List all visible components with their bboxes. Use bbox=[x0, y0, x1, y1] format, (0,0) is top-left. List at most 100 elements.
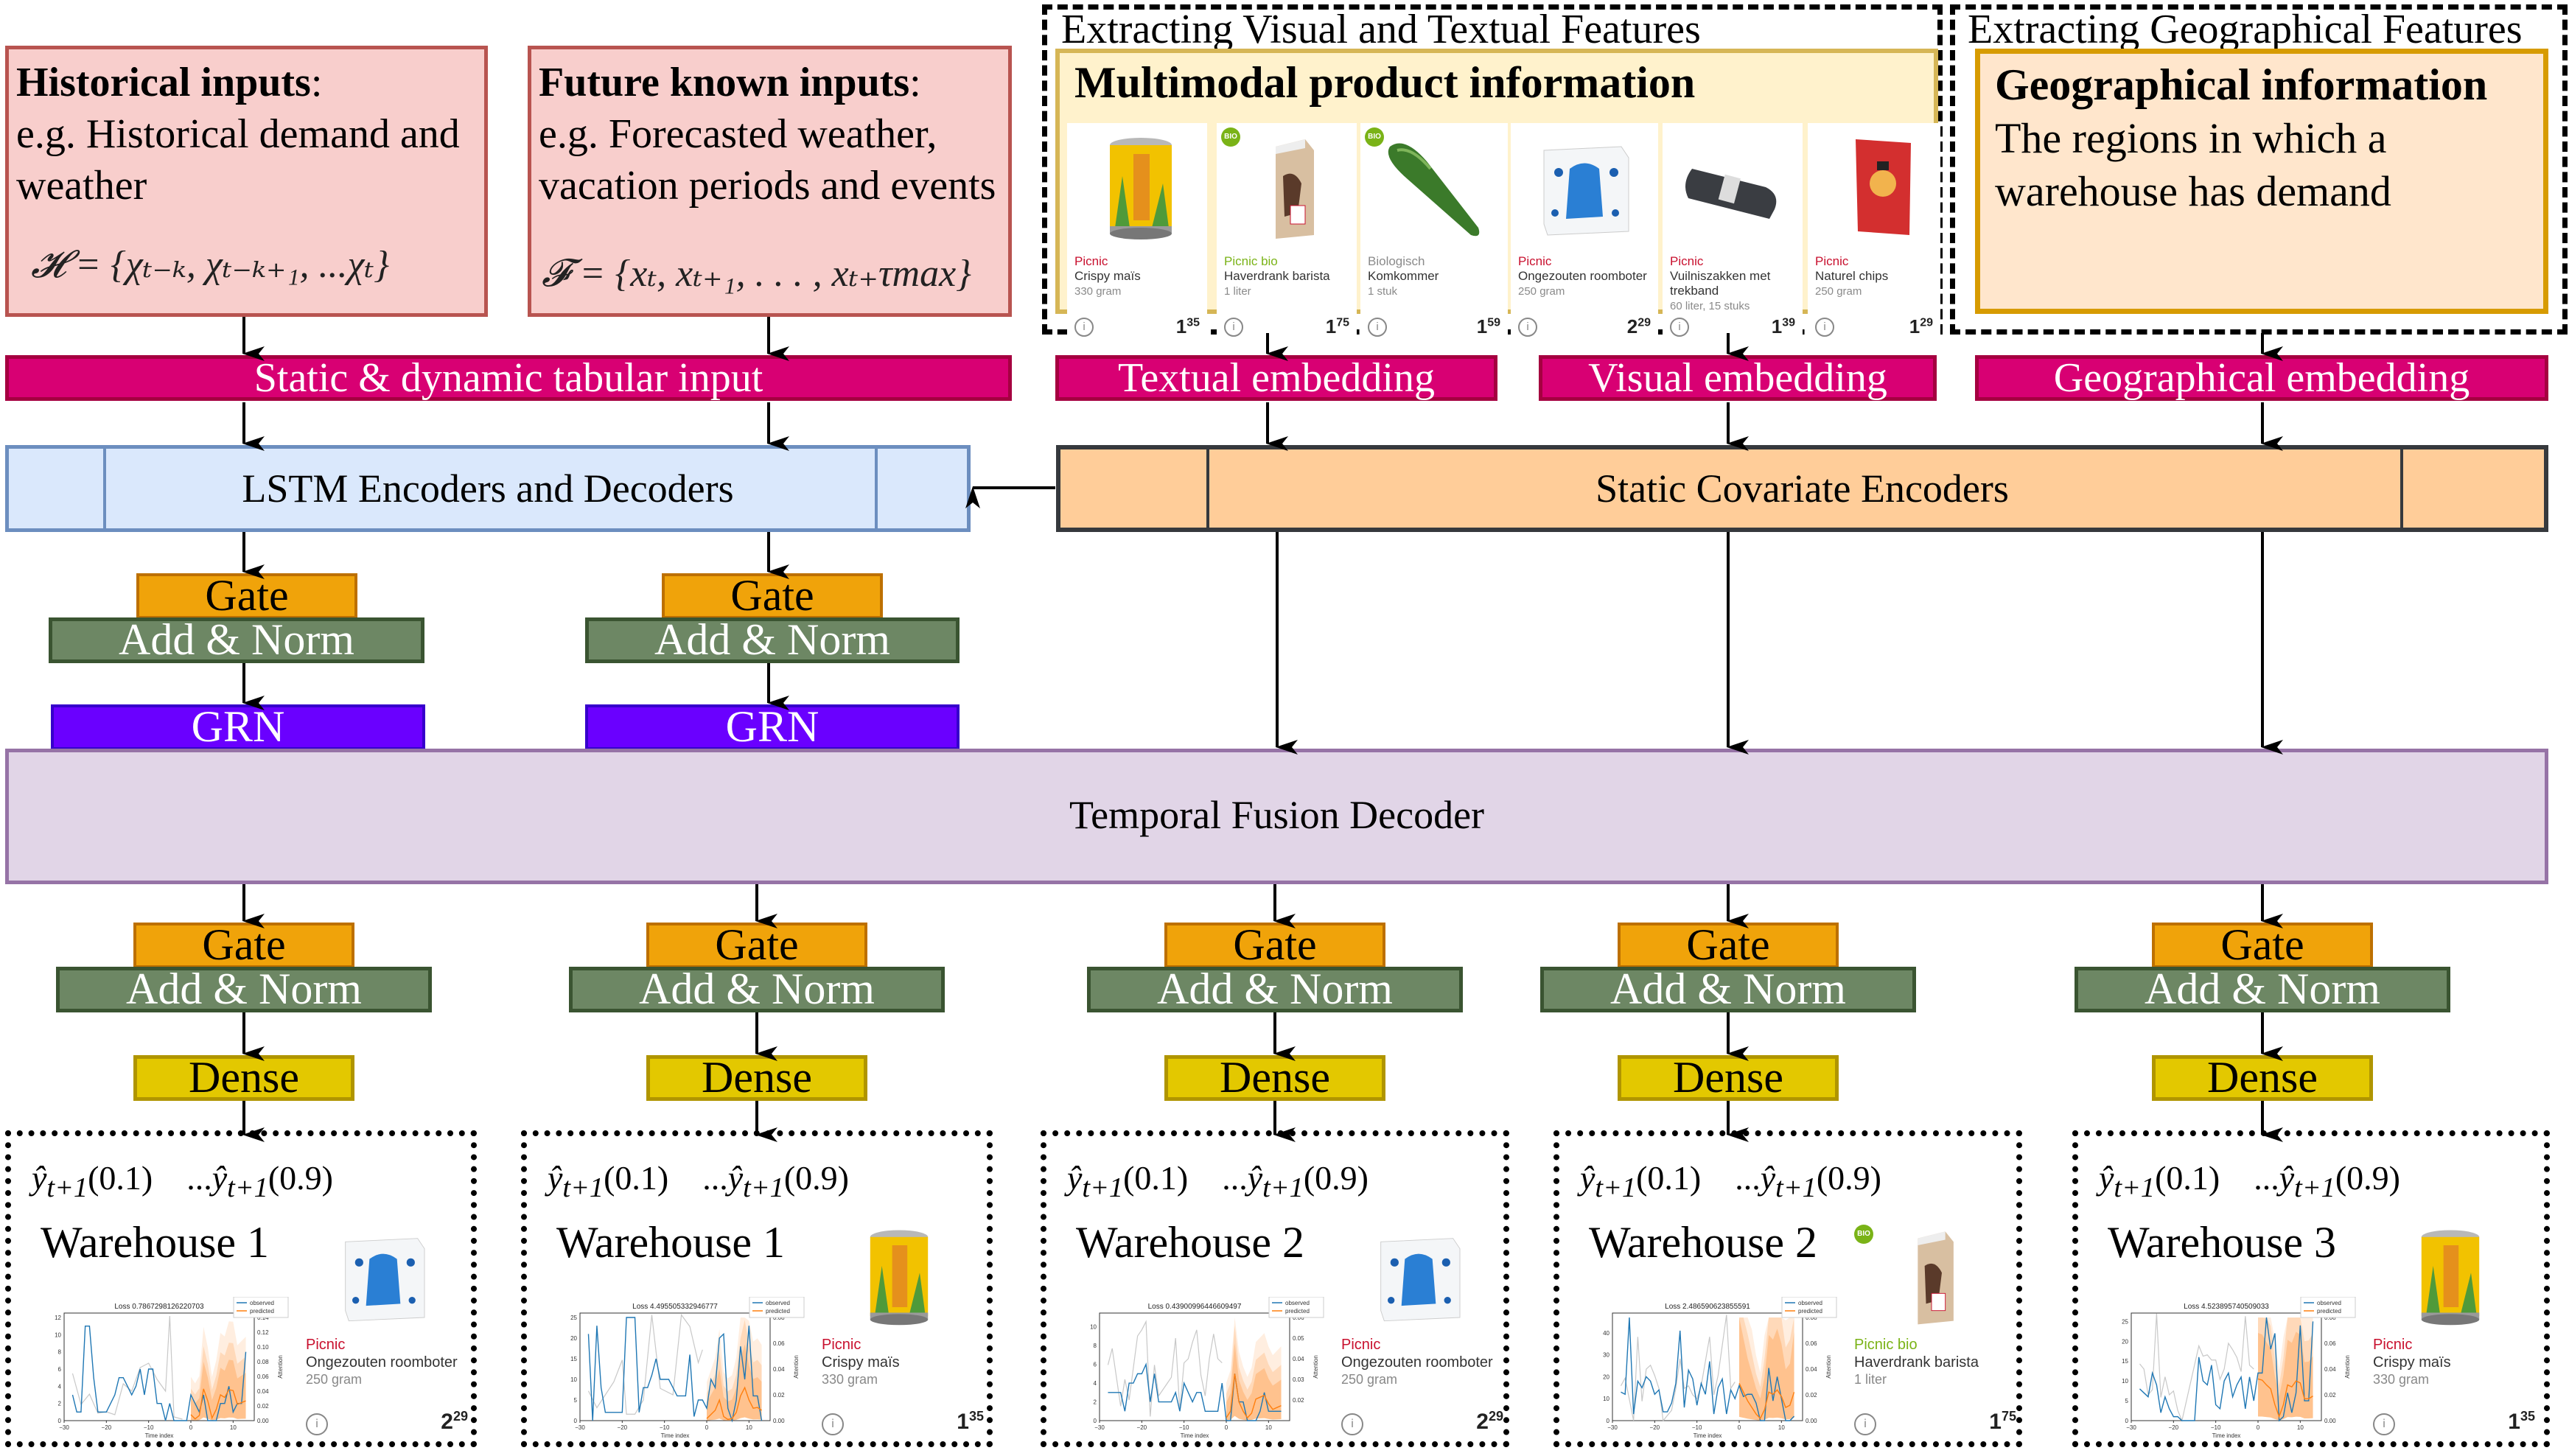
info-icon[interactable]: i bbox=[306, 1413, 328, 1435]
y2-tick-label: 0.04 bbox=[1293, 1356, 1304, 1362]
oat-milk-carton-icon bbox=[1876, 1225, 1987, 1328]
y2-tick-label: 0.00 bbox=[2324, 1418, 2336, 1424]
textual-embedding-bar: Textual embedding bbox=[1055, 355, 1497, 401]
x-tick-label: 10 bbox=[230, 1424, 237, 1431]
prediction-band bbox=[1226, 1317, 1282, 1421]
ellipsis: ... bbox=[1735, 1159, 1761, 1197]
y2-tick-label: 0.10 bbox=[257, 1344, 269, 1351]
y-tick-label: 5 bbox=[574, 1397, 578, 1404]
y-tick-label: 15 bbox=[570, 1356, 577, 1362]
warehouse-title: Warehouse 1 bbox=[41, 1218, 270, 1267]
subscript: t+1 bbox=[1082, 1172, 1124, 1204]
y2-tick-label: 0.04 bbox=[257, 1388, 269, 1395]
warehouse-title: Warehouse 2 bbox=[1076, 1218, 1305, 1267]
butter-pack-icon bbox=[1363, 1225, 1474, 1328]
product-brand: Picnic bio bbox=[1224, 254, 1278, 268]
y-tick-label: 30 bbox=[1603, 1352, 1609, 1359]
y-tick-label: 10 bbox=[570, 1376, 577, 1383]
y-tick-label: 0 bbox=[1607, 1418, 1610, 1424]
y2-tick-label: 0.04 bbox=[2324, 1366, 2336, 1373]
y2-axis-label: Attention bbox=[2344, 1355, 2351, 1379]
product-brand: Picnic bbox=[306, 1337, 346, 1353]
info-icon[interactable]: i bbox=[1341, 1413, 1363, 1435]
info-icon[interactable]: i bbox=[1518, 318, 1537, 337]
x-tick-label: −10 bbox=[2211, 1424, 2221, 1431]
y2-tick-label: 0.12 bbox=[257, 1329, 269, 1336]
x-tick-label: −30 bbox=[1094, 1424, 1105, 1431]
quantile-high: (0.9) bbox=[1303, 1159, 1369, 1197]
quantile-high: (0.9) bbox=[783, 1159, 849, 1197]
quantile-low: (0.1) bbox=[604, 1159, 669, 1197]
price-dec: 35 bbox=[2520, 1409, 2535, 1424]
prediction-band bbox=[2258, 1331, 2313, 1421]
static-covariate-label: Static Covariate Encoders bbox=[1595, 466, 2009, 511]
y-hat: ŷ bbox=[2099, 1159, 2114, 1197]
info-icon[interactable]: i bbox=[1224, 318, 1243, 337]
y2-tick-label: 0.05 bbox=[1293, 1335, 1304, 1342]
y-tick-label: 4 bbox=[58, 1383, 62, 1390]
y2-axis-label: Attention bbox=[277, 1355, 284, 1379]
dense-block: Dense bbox=[646, 1055, 867, 1101]
grn-block: GRN bbox=[51, 704, 425, 750]
geographical-section bbox=[1950, 4, 2568, 335]
geographical-info-box: Geographical information The regions in … bbox=[1975, 49, 2548, 314]
predicted-line bbox=[2257, 1378, 2313, 1418]
y2-tick-label: 0.00 bbox=[257, 1418, 269, 1424]
y2-tick-label: 0.06 bbox=[257, 1373, 269, 1380]
attention-line bbox=[587, 1313, 703, 1415]
corn-can-icon bbox=[844, 1225, 954, 1328]
product-brand: Picnic bbox=[1341, 1337, 1381, 1353]
info-icon[interactable]: i bbox=[1670, 318, 1689, 337]
x-tick-label: −30 bbox=[1607, 1424, 1618, 1431]
observed-line bbox=[1621, 1317, 1795, 1421]
price-dec: 29 bbox=[452, 1409, 468, 1424]
warehouse-title: Warehouse 3 bbox=[2108, 1218, 2337, 1267]
predicted-line bbox=[706, 1386, 762, 1421]
info-icon[interactable]: i bbox=[2373, 1413, 2395, 1435]
info-icon[interactable]: i bbox=[1854, 1413, 1876, 1435]
legend-box bbox=[1268, 1297, 1324, 1318]
product-price: 229 bbox=[1476, 1409, 1503, 1435]
y-tick-label: 2 bbox=[58, 1401, 62, 1407]
y2-axis-label: Attention bbox=[1313, 1355, 1319, 1379]
y2-tick-label: 0.02 bbox=[257, 1403, 269, 1410]
x-tick-label: −10 bbox=[660, 1424, 670, 1431]
info-icon[interactable]: i bbox=[1368, 318, 1387, 337]
x-tick-label: 0 bbox=[1225, 1424, 1228, 1431]
price-int: 1 bbox=[1325, 315, 1337, 337]
product-brand: Biologisch bbox=[1368, 254, 1425, 268]
price-dec: 39 bbox=[1782, 316, 1795, 329]
tabular-input-bar: Static & dynamic tabular input bbox=[5, 355, 1012, 401]
plot-title: Loss 0.43900996446609497 bbox=[1148, 1303, 1242, 1311]
y2-tick-label: 0.06 bbox=[773, 1340, 785, 1347]
y-tick-label: 6 bbox=[1094, 1362, 1097, 1368]
info-icon[interactable]: i bbox=[1815, 318, 1834, 337]
product-price: 135 bbox=[957, 1409, 984, 1435]
ellipsis: ... bbox=[2254, 1159, 2279, 1197]
product-brand: Picnic bbox=[2373, 1337, 2413, 1353]
price-int: 1 bbox=[2508, 1410, 2520, 1434]
chips-bag-icon bbox=[1822, 132, 1940, 242]
corn-can-icon bbox=[1082, 132, 1200, 242]
info-icon[interactable]: i bbox=[1074, 318, 1094, 337]
info-icon[interactable]: i bbox=[822, 1413, 844, 1435]
y-tick-label: 20 bbox=[570, 1335, 577, 1342]
add-norm-block: Add & Norm bbox=[2075, 967, 2450, 1012]
legend-box bbox=[1781, 1297, 1837, 1318]
product-brand: Picnic bbox=[1518, 254, 1552, 268]
y-tick-label: 0 bbox=[58, 1418, 62, 1424]
x-axis-label: Time index bbox=[661, 1432, 690, 1438]
subscript: t+1 bbox=[2114, 1172, 2156, 1204]
y-tick-label: 10 bbox=[55, 1331, 61, 1338]
